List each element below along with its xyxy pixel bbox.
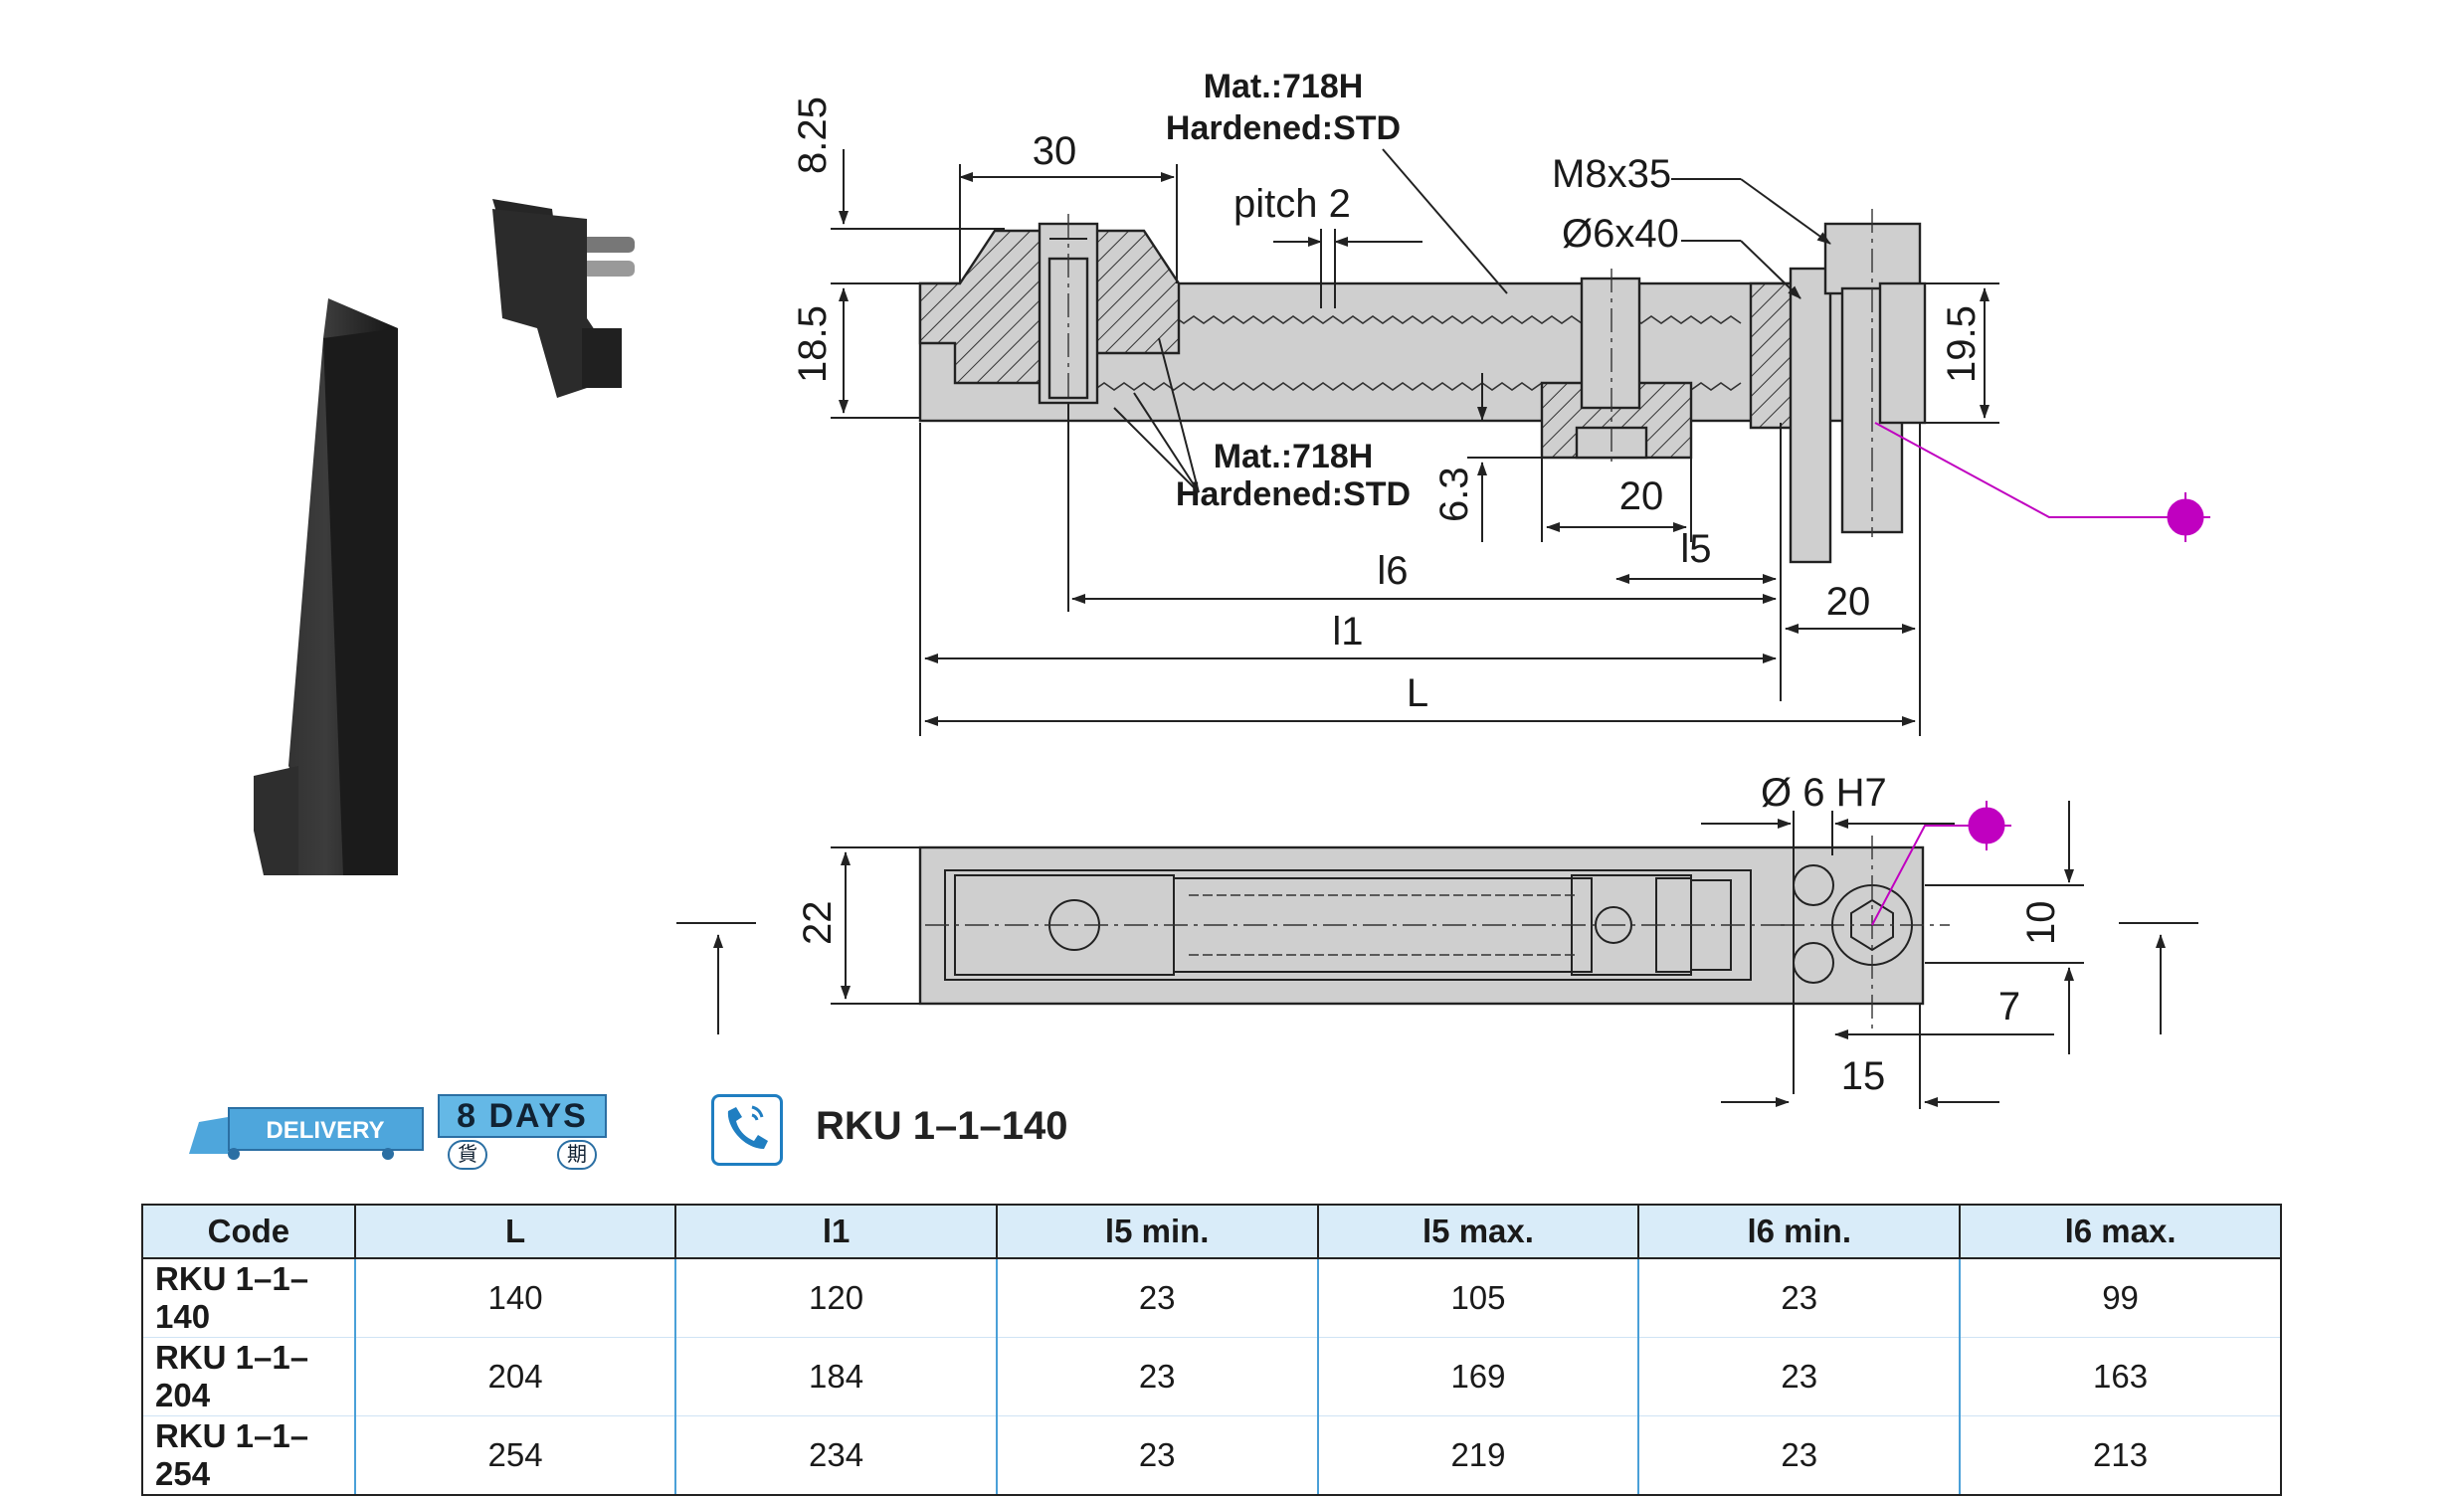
- dim-d6h7: Ø 6 H7: [1761, 771, 1887, 815]
- dim-10: 10: [2019, 901, 2063, 946]
- material-top-1: Mat.:718H: [1204, 68, 1364, 105]
- cell-l6-max: 213: [1959, 1415, 2282, 1496]
- dim-d6x40: Ø6x40: [1562, 212, 1679, 256]
- table-row: RKU 1–1–254 254 234 23 219 23 213: [141, 1415, 2282, 1496]
- cell-l5-max: 105: [1316, 1257, 1640, 1338]
- dim-20-a: 20: [1619, 474, 1664, 518]
- delivery-truck-icon: DELIVERY: [189, 1107, 424, 1160]
- phone-icon[interactable]: [711, 1094, 783, 1166]
- table-row: RKU 1–1–140 140 120 23 105 23 99: [141, 1257, 2282, 1338]
- delivery-days-box: 8 DAYS 貨 期: [438, 1094, 607, 1170]
- cell-l1: 120: [674, 1257, 998, 1338]
- product-code-title: RKU 1–1–140: [816, 1104, 1068, 1148]
- cell-L: 254: [353, 1415, 677, 1496]
- material-bottom-1: Mat.:718H: [1214, 438, 1374, 475]
- col-l6-max: l6 max.: [1959, 1204, 2282, 1259]
- dim-18-5: 18.5: [791, 305, 835, 383]
- chip-left: 貨: [448, 1140, 487, 1170]
- table-row: RKU 1–1–204 204 184 23 169 23 163: [141, 1337, 2282, 1416]
- col-L: L: [353, 1204, 677, 1259]
- cell-l1: 234: [674, 1415, 998, 1496]
- cell-l6-min: 23: [1637, 1415, 1962, 1496]
- table-header-row: Code L l1 l5 min. l5 max. l6 min. l6 max…: [141, 1204, 2282, 1259]
- dim-l1: l1: [1332, 610, 1363, 654]
- cell-l5-min: 23: [995, 1337, 1319, 1416]
- cell-code: RKU 1–1–140: [141, 1257, 356, 1338]
- spec-table: Code L l1 l5 min. l5 max. l6 min. l6 max…: [141, 1204, 2282, 1496]
- col-code: Code: [141, 1204, 356, 1259]
- dim-15: 15: [1841, 1054, 1886, 1098]
- chip-right: 期: [557, 1140, 597, 1170]
- dim-30: 30: [1033, 129, 1077, 173]
- cell-l5-max: 169: [1316, 1337, 1640, 1416]
- material-top-2: Hardened:STD: [1166, 109, 1401, 147]
- cell-l5-min: 23: [995, 1257, 1319, 1338]
- dowel-pin: [1789, 267, 1832, 564]
- side-view: 8.25 18.5 30 pitch 2 Mat.:718H Hardened:…: [791, 68, 2210, 736]
- delivery-label: DELIVERY: [266, 1117, 384, 1144]
- cell-l6-min: 23: [1637, 1257, 1962, 1338]
- dim-l6: l6: [1377, 549, 1408, 593]
- cell-l6-max: 99: [1959, 1257, 2282, 1338]
- dim-7: 7: [1998, 985, 2020, 1029]
- dim-6-3: 6.3: [1432, 467, 1476, 522]
- col-l5-min: l5 min.: [995, 1204, 1319, 1259]
- dim-19-5: 19.5: [1940, 305, 1984, 383]
- badge-row: DELIVERY 8 DAYS 貨 期 RKU 1–1–140: [189, 1094, 1184, 1174]
- col-l1: l1: [674, 1204, 998, 1259]
- cell-L: 204: [353, 1337, 677, 1416]
- dim-22: 22: [796, 901, 840, 946]
- col-l6-min: l6 min.: [1637, 1204, 1962, 1259]
- cell-l6-max: 163: [1959, 1337, 2282, 1416]
- cell-l6-min: 23: [1637, 1337, 1962, 1416]
- cell-code: RKU 1–1–204: [141, 1337, 356, 1416]
- dim-8-25: 8.25: [791, 96, 835, 174]
- material-bottom-2: Hardened:STD: [1176, 475, 1411, 513]
- dim-20-b: 20: [1826, 580, 1871, 624]
- cell-code: RKU 1–1–254: [141, 1415, 356, 1496]
- cell-l5-max: 219: [1316, 1415, 1640, 1496]
- days-label: 8 DAYS: [438, 1094, 607, 1138]
- top-view: Ø 6 H7 22 10 7 15: [676, 771, 2198, 1109]
- col-l5-max: l5 max.: [1316, 1204, 1640, 1259]
- dim-L: L: [1407, 671, 1428, 715]
- cell-l5-min: 23: [995, 1415, 1319, 1496]
- dim-pitch: pitch 2: [1233, 182, 1351, 226]
- dim-l5: l5: [1680, 527, 1711, 571]
- cell-l1: 184: [674, 1337, 998, 1416]
- dim-m8x35: M8x35: [1552, 152, 1671, 196]
- product-photo: [254, 199, 635, 875]
- cell-L: 140: [353, 1257, 677, 1338]
